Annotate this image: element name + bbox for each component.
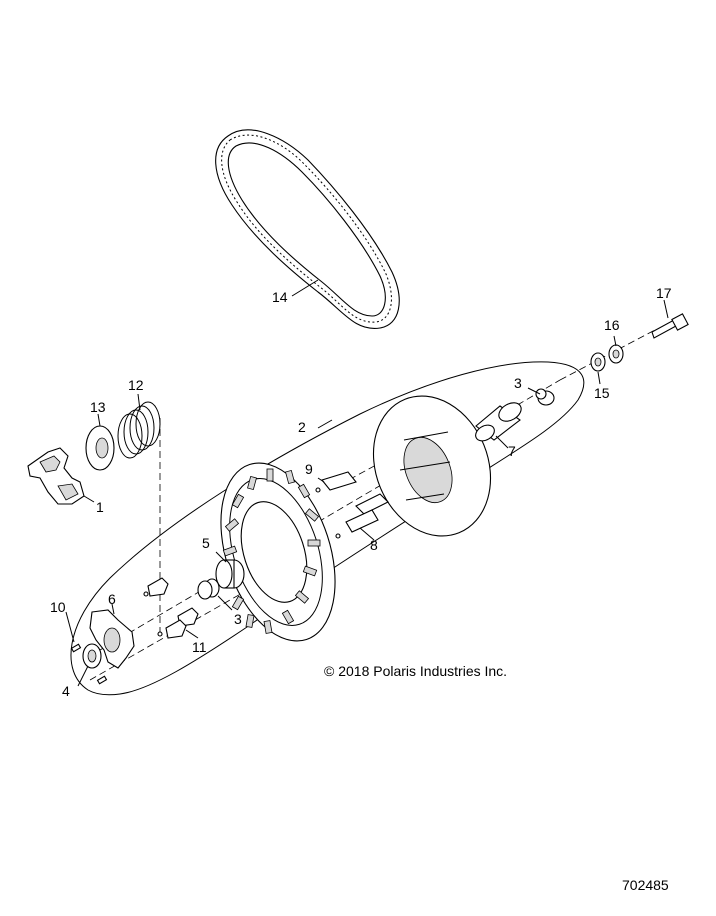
damper-part bbox=[89, 603, 135, 669]
part-label-8: 8 bbox=[370, 537, 378, 553]
part-label-16: 16 bbox=[604, 317, 620, 333]
part-label-5: 5 bbox=[202, 535, 210, 551]
pin-part bbox=[65, 611, 108, 685]
spring-part bbox=[117, 393, 161, 459]
part-label-6: 6 bbox=[108, 591, 116, 607]
washer-part bbox=[85, 413, 115, 471]
part-label-17: 17 bbox=[656, 285, 672, 301]
part-label-7: 7 bbox=[508, 443, 516, 459]
roller-weight-part bbox=[143, 577, 199, 639]
part-label-2: 2 bbox=[298, 419, 306, 435]
slide-bracket-part bbox=[335, 493, 389, 541]
part-label-13: 13 bbox=[90, 399, 106, 415]
part-label-9: 9 bbox=[305, 461, 313, 477]
part-label-10: 10 bbox=[50, 599, 66, 615]
bracket-part bbox=[315, 471, 357, 493]
part-label-14: 14 bbox=[272, 289, 288, 305]
roller-part bbox=[77, 643, 102, 687]
movable-sheave-part bbox=[220, 462, 336, 642]
spider-part bbox=[27, 447, 95, 505]
part-label-12: 12 bbox=[128, 377, 144, 393]
drive-belt bbox=[215, 129, 400, 329]
part-label-11: 11 bbox=[192, 639, 207, 655]
small-bushing-right-part bbox=[527, 387, 555, 406]
part-label-4: 4 bbox=[62, 683, 70, 699]
fixed-sheave-part bbox=[372, 395, 492, 537]
part-label-3b: 3 bbox=[234, 611, 242, 627]
part-label-15: 15 bbox=[594, 385, 610, 401]
shaft-sleeve-part bbox=[475, 402, 522, 449]
small-bushing-part bbox=[197, 578, 233, 611]
clutch-assembly-outline bbox=[70, 361, 585, 696]
bolt-part bbox=[651, 299, 689, 339]
bushing-part bbox=[215, 551, 245, 589]
part-label-3a: 3 bbox=[514, 375, 522, 391]
copyright-notice: © 2018 Polaris Industries Inc. bbox=[324, 663, 507, 679]
washers-part bbox=[590, 335, 624, 385]
part-label-1: 1 bbox=[96, 499, 104, 515]
figure-number: 702485 bbox=[622, 877, 669, 893]
